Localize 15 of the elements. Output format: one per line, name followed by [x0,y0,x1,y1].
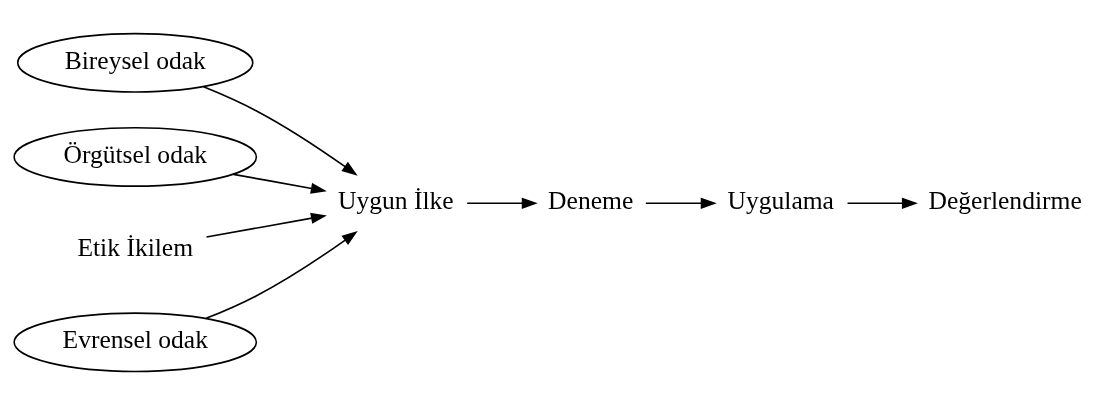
node-text: Etik İkilem [77,232,194,262]
arrow [645,197,717,209]
node-ellipse: Örgütsel odak [13,127,258,187]
arrow [232,173,327,194]
arrow [205,231,358,320]
node-ellipse: Evrensel odak [13,312,258,373]
node-text: Deneme [548,186,634,216]
arrow [205,212,327,238]
arrow [846,197,918,209]
arrow [202,85,358,176]
node-text: Değerlendirme [928,186,1082,216]
arrow [466,197,538,209]
node-ellipse: Bireysel odak [16,32,254,93]
node-text: Uygulama [727,186,834,216]
node-text: Uygun İlke [338,186,454,216]
